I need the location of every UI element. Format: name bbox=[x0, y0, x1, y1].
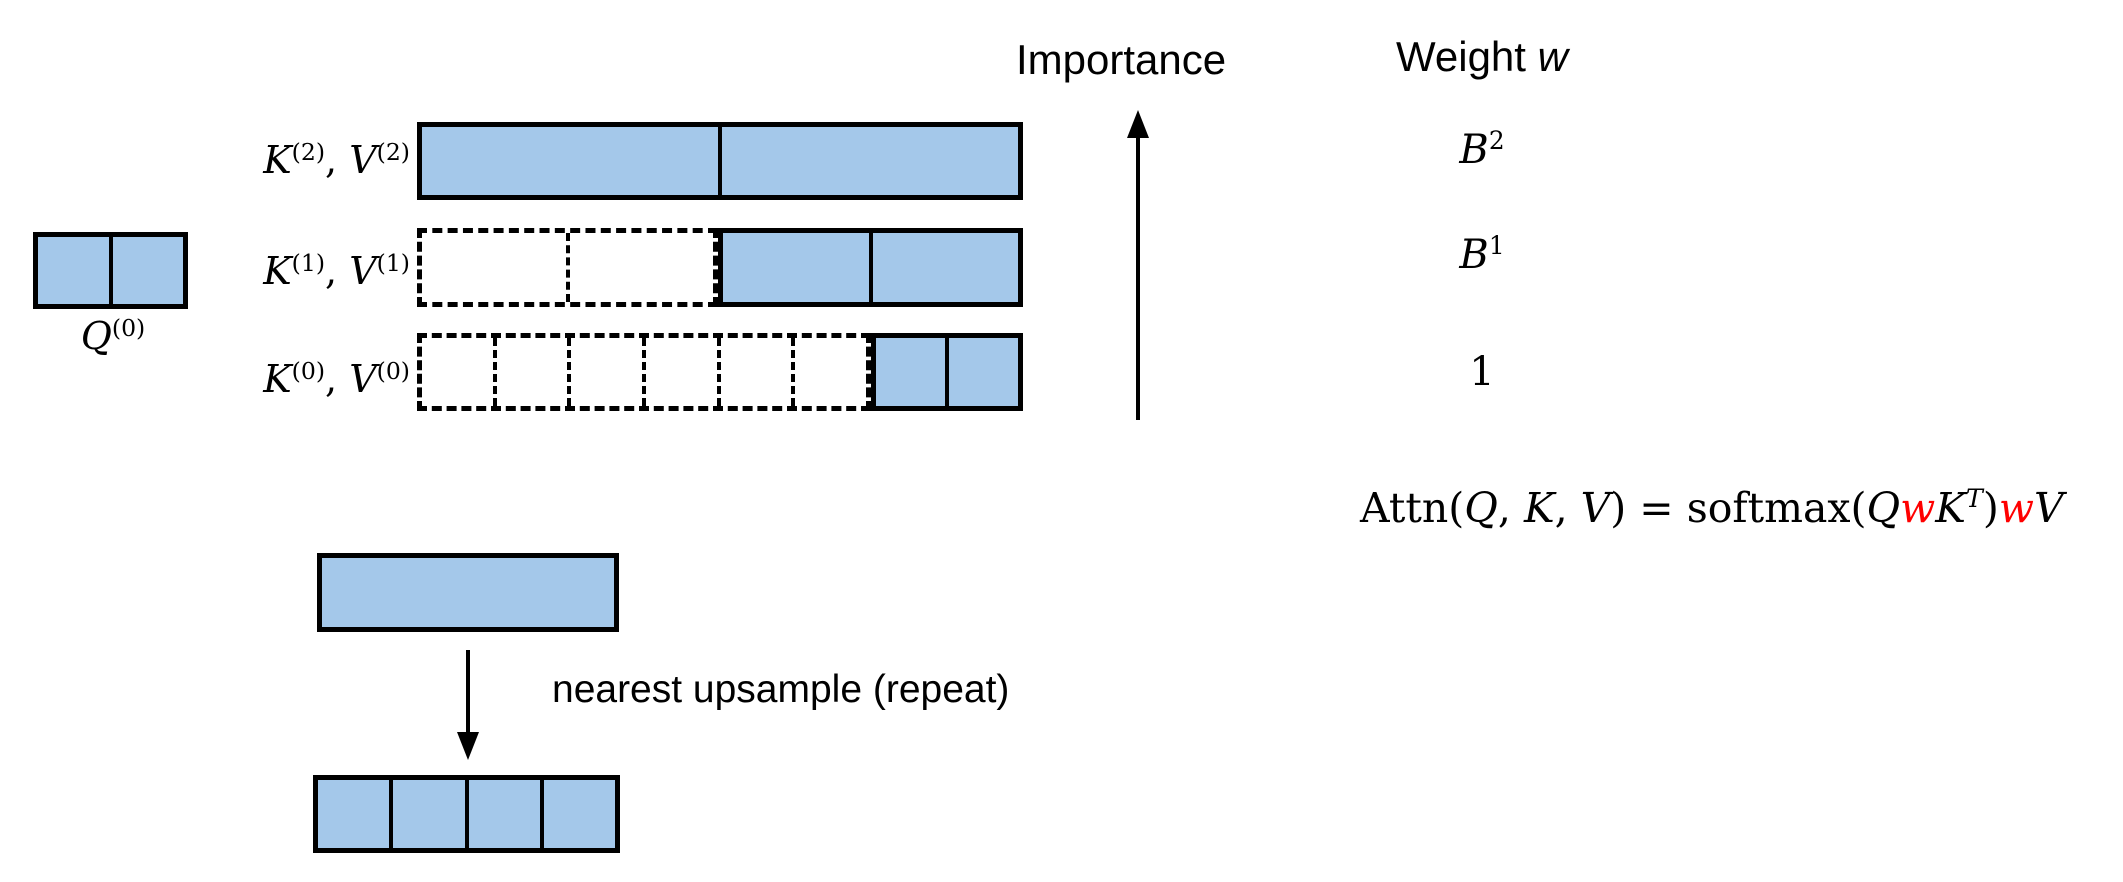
row-label-level2: K(2), V(2) bbox=[148, 136, 410, 189]
kept-cell bbox=[868, 233, 1018, 302]
text-run: K bbox=[263, 138, 292, 182]
dropped-cell bbox=[492, 338, 568, 406]
text-run: 1 bbox=[1488, 231, 1505, 261]
dropped-cell bbox=[567, 338, 642, 406]
kept-cell bbox=[464, 780, 540, 848]
weight-value-level1: B1 bbox=[1412, 231, 1552, 284]
kv-level1-kept-box bbox=[718, 228, 1023, 307]
text-run: , bbox=[1497, 484, 1524, 532]
text-run: (1) bbox=[376, 249, 410, 278]
text-run: T bbox=[1965, 482, 1983, 513]
importance-axis-label: Importance bbox=[1016, 36, 1227, 83]
text-run: (0) bbox=[376, 357, 410, 386]
text-run: 1 bbox=[1469, 349, 1495, 395]
kept-cell bbox=[318, 780, 390, 848]
dropped-cell bbox=[791, 338, 866, 406]
text-run: K bbox=[1935, 484, 1966, 532]
text-run: Attn( bbox=[1360, 484, 1465, 532]
kept-cell bbox=[389, 780, 465, 848]
text-run: Q bbox=[1464, 484, 1498, 532]
upsample-result-box bbox=[313, 775, 620, 853]
query-box bbox=[33, 232, 188, 309]
text-run: K bbox=[263, 249, 292, 293]
kept-cell bbox=[422, 127, 718, 195]
text-run: B bbox=[1459, 127, 1489, 173]
kept-cell bbox=[38, 237, 109, 304]
text-run: B bbox=[1459, 232, 1489, 278]
dropped-cell bbox=[422, 233, 566, 302]
kv-level0-dropped-box bbox=[417, 333, 871, 411]
kv-level2-kept-box bbox=[417, 122, 1023, 200]
text-run: Q bbox=[80, 314, 112, 358]
kv-level1-dropped-box bbox=[417, 228, 718, 307]
kept-cell bbox=[876, 338, 945, 406]
kept-cell bbox=[108, 237, 183, 304]
text-run: , bbox=[325, 357, 350, 401]
kv-level0-kept-box bbox=[871, 333, 1023, 411]
text-run: K bbox=[263, 357, 292, 401]
text-run: ) = softmax( bbox=[1610, 484, 1867, 532]
dropped-cell bbox=[565, 233, 714, 302]
text-run: Weight bbox=[1396, 33, 1538, 80]
kept-cell bbox=[718, 127, 1018, 195]
upsample-source-box bbox=[317, 553, 619, 632]
kept-cell bbox=[945, 338, 1018, 406]
text-run: V bbox=[349, 357, 377, 401]
text-run: , bbox=[325, 249, 350, 293]
kept-cell bbox=[322, 558, 614, 627]
text-run: 2 bbox=[1488, 126, 1505, 156]
text-run: w bbox=[1537, 33, 1568, 80]
text-run: ) bbox=[1982, 484, 1999, 532]
text-run: V bbox=[349, 249, 377, 293]
row-label-level0: K(0), V(0) bbox=[148, 355, 410, 408]
importance-up-arrow-icon bbox=[1127, 110, 1149, 420]
text-run: V bbox=[349, 138, 377, 182]
text-run: V bbox=[2033, 484, 2064, 532]
text-run: V bbox=[1580, 484, 1611, 532]
text-run: (2) bbox=[376, 138, 410, 167]
text-run: Q bbox=[1866, 484, 1901, 532]
dropped-cell bbox=[642, 338, 717, 406]
upsample-down-arrow-icon bbox=[457, 650, 479, 760]
row-label-level1: K(1), V(1) bbox=[148, 247, 410, 300]
text-run: , bbox=[325, 138, 350, 182]
text-run: w bbox=[1900, 484, 1936, 532]
upsample-caption: nearest upsample (repeat) bbox=[552, 668, 1010, 711]
kept-cell bbox=[723, 233, 869, 302]
dropped-cell bbox=[422, 338, 493, 406]
weight-value-level0: 1 bbox=[1412, 348, 1552, 396]
text-run: (1) bbox=[291, 249, 326, 278]
query-label: Q(0) bbox=[23, 314, 203, 358]
kept-cell bbox=[539, 780, 615, 848]
text-run: w bbox=[1998, 484, 2034, 532]
text-run: (0) bbox=[111, 314, 146, 343]
text-run: (2) bbox=[291, 138, 326, 167]
text-run: , bbox=[1554, 484, 1581, 532]
weight-value-level2: B2 bbox=[1412, 126, 1552, 179]
weight-column-header: Weight w bbox=[1396, 33, 1568, 81]
text-run: (0) bbox=[291, 357, 326, 386]
attention-formula: Attn(Q, K, V) = softmax(QwKT)wV bbox=[1360, 480, 2064, 541]
text-run: K bbox=[1523, 484, 1555, 532]
dropped-cell bbox=[716, 338, 792, 406]
